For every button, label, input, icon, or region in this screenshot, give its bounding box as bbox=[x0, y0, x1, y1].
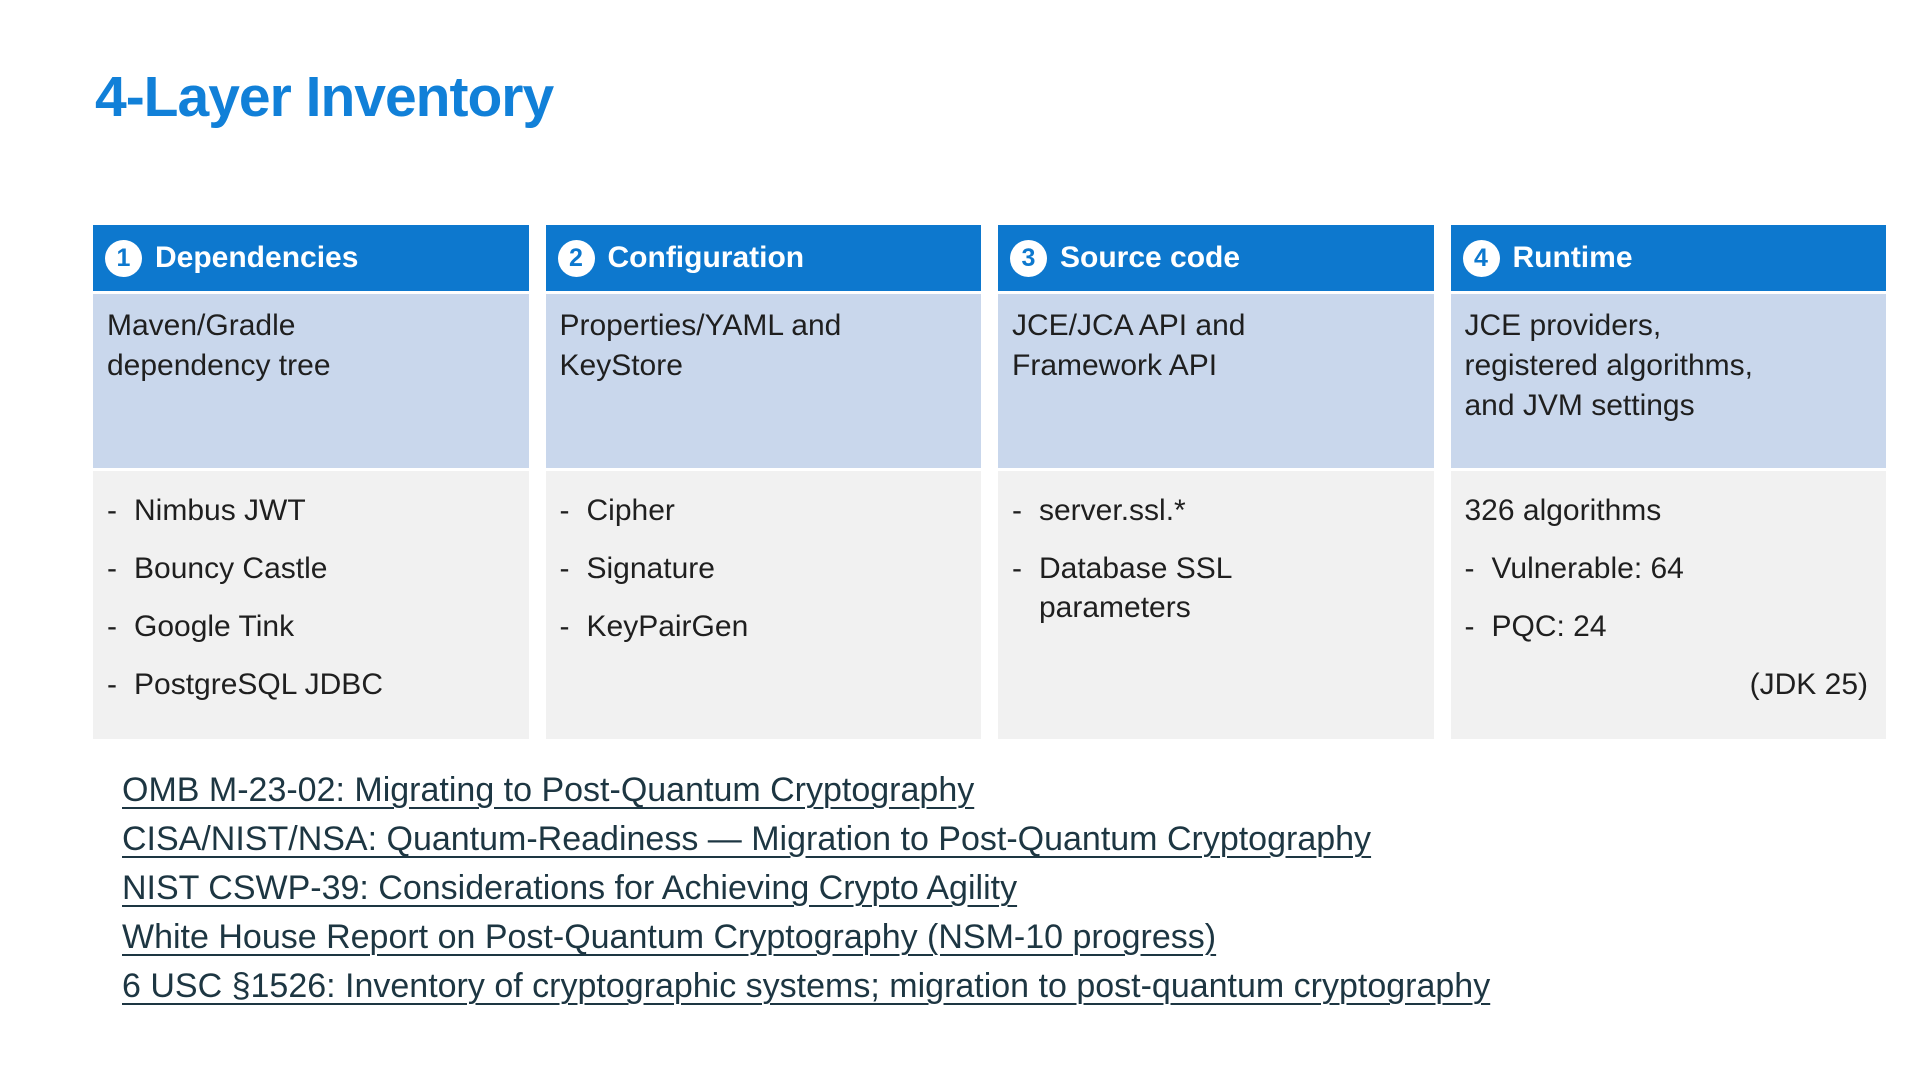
dash-bullet: - bbox=[1012, 552, 1022, 585]
circled-number-1-icon: 1 bbox=[105, 239, 142, 277]
column-runtime: 4 Runtime JCE providers, registered algo… bbox=[1450, 225, 1886, 739]
list-item: - Cipher bbox=[560, 491, 968, 530]
dash-bullet: - bbox=[107, 552, 117, 585]
dash-bullet: - bbox=[1464, 552, 1475, 585]
layer-table: 1 Dependencies Maven/Gradle dependency t… bbox=[93, 225, 1886, 739]
circled-number-4-icon: 4 bbox=[1462, 239, 1500, 277]
column-source-code: 3 Source code JCE/JCA API and Framework … bbox=[998, 225, 1434, 739]
column-dependencies: 1 Dependencies Maven/Gradle dependency t… bbox=[93, 225, 529, 739]
column-header-runtime: 4 Runtime bbox=[1450, 225, 1886, 291]
list-item: - PQC: 24 bbox=[1465, 607, 1873, 646]
column-heading: Configuration bbox=[607, 241, 805, 274]
column-configuration: 2 Configuration Properties/YAML and KeyS… bbox=[545, 225, 981, 739]
list-item: 326 algorithms bbox=[1464, 494, 1662, 527]
list-item: - Database SSL parameters bbox=[1012, 549, 1420, 627]
column-header-configuration: 2 Configuration bbox=[545, 225, 981, 291]
dash-bullet: - bbox=[107, 610, 117, 643]
dash-bullet: - bbox=[559, 552, 570, 585]
list-item: - server.ssl.* bbox=[1012, 491, 1420, 530]
list-item: - KeyPairGen bbox=[560, 607, 968, 646]
column-heading: Source code bbox=[1060, 241, 1241, 274]
list-item: - Bouncy Castle bbox=[107, 549, 515, 588]
column-list: - Cipher - Signature - KeyPairGen bbox=[545, 471, 981, 739]
column-list: - Nimbus JWT - Bouncy Castle - Google Ti… bbox=[93, 471, 529, 739]
list-item: - Signature bbox=[560, 549, 968, 588]
list-item: - Vulnerable: 64 bbox=[1465, 549, 1873, 588]
reference-link-omb[interactable]: OMB M-23-02: Migrating to Post-Quantum C… bbox=[122, 771, 975, 809]
column-header-source-code: 3 Source code bbox=[998, 225, 1434, 291]
column-heading: Runtime bbox=[1512, 241, 1633, 274]
dash-bullet: - bbox=[107, 494, 117, 527]
jdk-version-note: (JDK 25) bbox=[1749, 668, 1868, 701]
reference-link-6usc1526[interactable]: 6 USC §1526: Inventory of cryptographic … bbox=[122, 967, 1491, 1005]
column-heading: Dependencies bbox=[155, 241, 359, 274]
column-summary: JCE providers, registered algorithms, an… bbox=[1450, 294, 1886, 468]
dash-bullet: - bbox=[1012, 494, 1022, 527]
reference-link-nist-cswp39[interactable]: NIST CSWP-39: Considerations for Achievi… bbox=[122, 869, 1018, 907]
list-item: - Nimbus JWT bbox=[107, 491, 515, 530]
column-summary: Properties/YAML and KeyStore bbox=[545, 294, 981, 468]
reference-link-white-house[interactable]: White House Report on Post-Quantum Crypt… bbox=[122, 918, 1217, 956]
list-item: - PostgreSQL JDBC bbox=[107, 665, 515, 704]
column-list: - server.ssl.* - Database SSL parameters bbox=[998, 471, 1434, 739]
circled-number-3-icon: 3 bbox=[1010, 239, 1047, 277]
list-item: - Google Tink bbox=[107, 607, 515, 646]
column-summary: Maven/Gradle dependency tree bbox=[93, 294, 529, 468]
dash-bullet: - bbox=[1464, 610, 1475, 643]
circled-number-2-icon: 2 bbox=[557, 239, 595, 277]
reference-links: OMB M-23-02: Migrating to Post-Quantum C… bbox=[122, 766, 1490, 1011]
page-title: 4-Layer Inventory bbox=[95, 65, 554, 129]
reference-link-cisa-nist-nsa[interactable]: CISA/NIST/NSA: Quantum-Readiness — Migra… bbox=[122, 820, 1372, 858]
column-list: 326 algorithms - Vulnerable: 64 - PQC: 2… bbox=[1450, 471, 1886, 739]
dash-bullet: - bbox=[559, 610, 570, 643]
column-summary: JCE/JCA API and Framework API bbox=[998, 294, 1434, 468]
column-header-dependencies: 1 Dependencies bbox=[93, 225, 529, 291]
dash-bullet: - bbox=[107, 668, 117, 701]
dash-bullet: - bbox=[559, 494, 570, 527]
